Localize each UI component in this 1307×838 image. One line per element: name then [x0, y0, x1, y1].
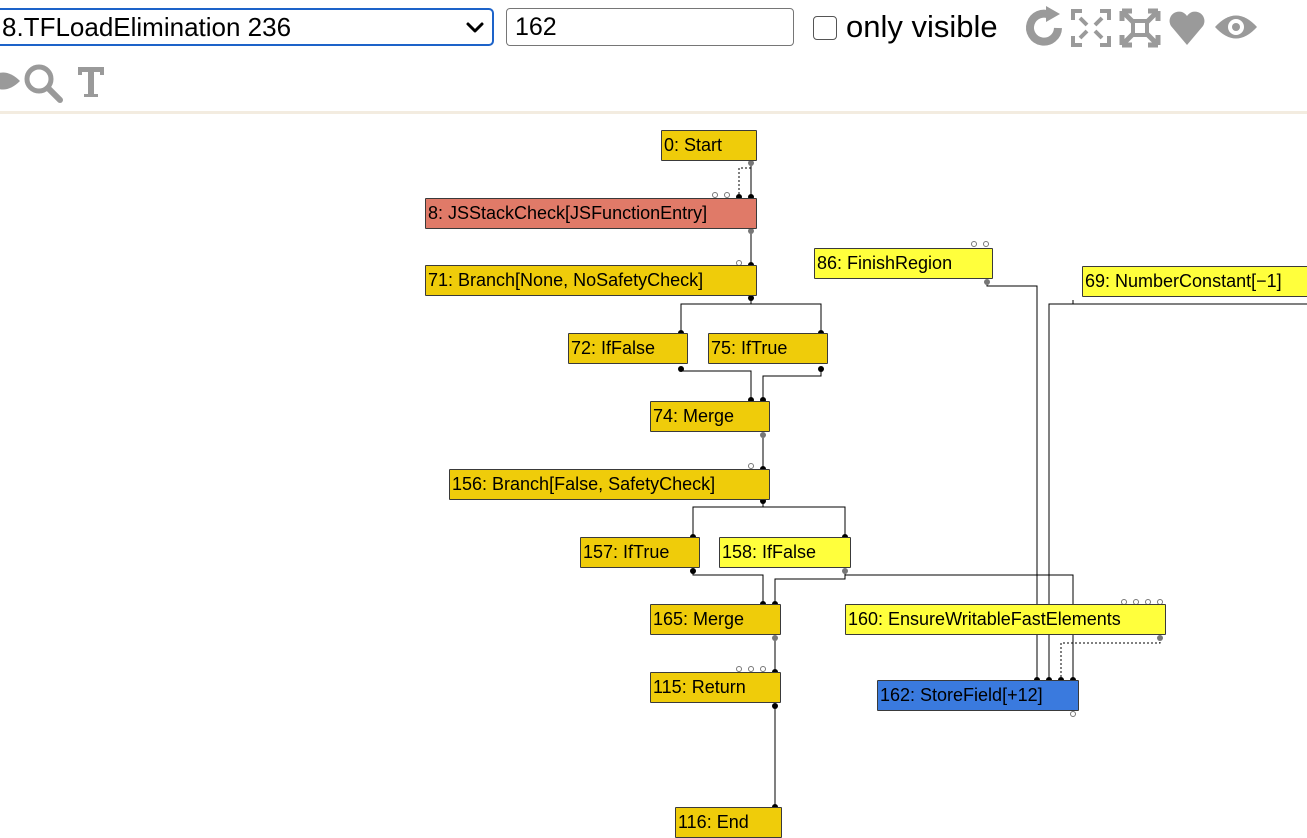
node-label: 72: IfFalse: [571, 338, 656, 358]
refresh-icon[interactable]: [1020, 4, 1068, 52]
graph-node[interactable]: 162: StoreField[+12]: [877, 680, 1079, 711]
only-visible-label: only visible: [846, 9, 998, 44]
node-label: 86: FinishRegion: [817, 253, 953, 273]
graph-node[interactable]: 71: Branch[None, NoSafetyCheck]: [425, 265, 757, 296]
node-label: 69: NumberConstant[−1]: [1085, 271, 1282, 291]
graph-node[interactable]: 156: Branch[False, SafetyCheck]: [449, 469, 770, 500]
graph-canvas[interactable]: 0: Start 8: JSStackCheck[JSFunctionEntry…: [0, 114, 1307, 838]
layout-icon[interactable]: [1070, 8, 1112, 48]
node-label: 116: End: [678, 812, 749, 832]
graph-node[interactable]: 158: IfFalse: [719, 537, 851, 568]
toolbar: 8.TFLoadElimination 236 only visible: [0, 0, 1307, 112]
graph-node[interactable]: 115: Return: [650, 672, 781, 703]
node-label: 74: Merge: [653, 406, 735, 426]
only-visible-checkbox[interactable]: [813, 16, 837, 40]
node-label: 160: EnsureWritableFastElements: [848, 609, 1121, 629]
graph-node[interactable]: 75: IfTrue: [708, 333, 828, 364]
graph-node[interactable]: 8: JSStackCheck[JSFunctionEntry]: [425, 198, 757, 229]
text-icon[interactable]: [76, 64, 106, 98]
graph-node[interactable]: 69: NumberConstant[−1]: [1082, 266, 1307, 297]
chevron-down-icon: [466, 22, 484, 33]
graph-node[interactable]: 0: Start: [661, 130, 757, 161]
phase-select-value: 8.TFLoadElimination 236: [2, 11, 292, 42]
node-label: 0: Start: [664, 135, 723, 155]
graph-node[interactable]: 72: IfFalse: [568, 333, 688, 364]
search-input[interactable]: [506, 8, 794, 46]
graph-node[interactable]: 157: IfTrue: [580, 537, 700, 568]
node-label: 158: IfFalse: [722, 542, 817, 562]
node-label: 162: StoreField[+12]: [880, 685, 1043, 705]
graph-node[interactable]: 165: Merge: [650, 604, 781, 635]
node-label: 165: Merge: [653, 609, 745, 629]
heart-icon[interactable]: [1167, 8, 1207, 48]
eye-icon[interactable]: [1213, 10, 1259, 44]
node-label: 156: Branch[False, SafetyCheck]: [452, 474, 716, 494]
expand-all-icon[interactable]: [1119, 8, 1161, 48]
node-label: 75: IfTrue: [711, 338, 788, 358]
eye-hide-icon[interactable]: [0, 64, 20, 98]
graph-node[interactable]: 160: EnsureWritableFastElements: [845, 604, 1166, 635]
search-icon[interactable]: [22, 62, 64, 104]
node-label: 115: Return: [653, 677, 746, 697]
node-label: 8: JSStackCheck[JSFunctionEntry]: [428, 203, 708, 223]
graph-node[interactable]: 86: FinishRegion: [814, 248, 993, 279]
node-label: 157: IfTrue: [583, 542, 670, 562]
phase-select[interactable]: 8.TFLoadElimination 236: [0, 8, 494, 46]
graph-node[interactable]: 116: End: [675, 807, 782, 838]
node-label: 71: Branch[None, NoSafetyCheck]: [428, 270, 704, 290]
graph-node[interactable]: 74: Merge: [650, 401, 770, 432]
toolbar-divider: [0, 111, 1307, 114]
